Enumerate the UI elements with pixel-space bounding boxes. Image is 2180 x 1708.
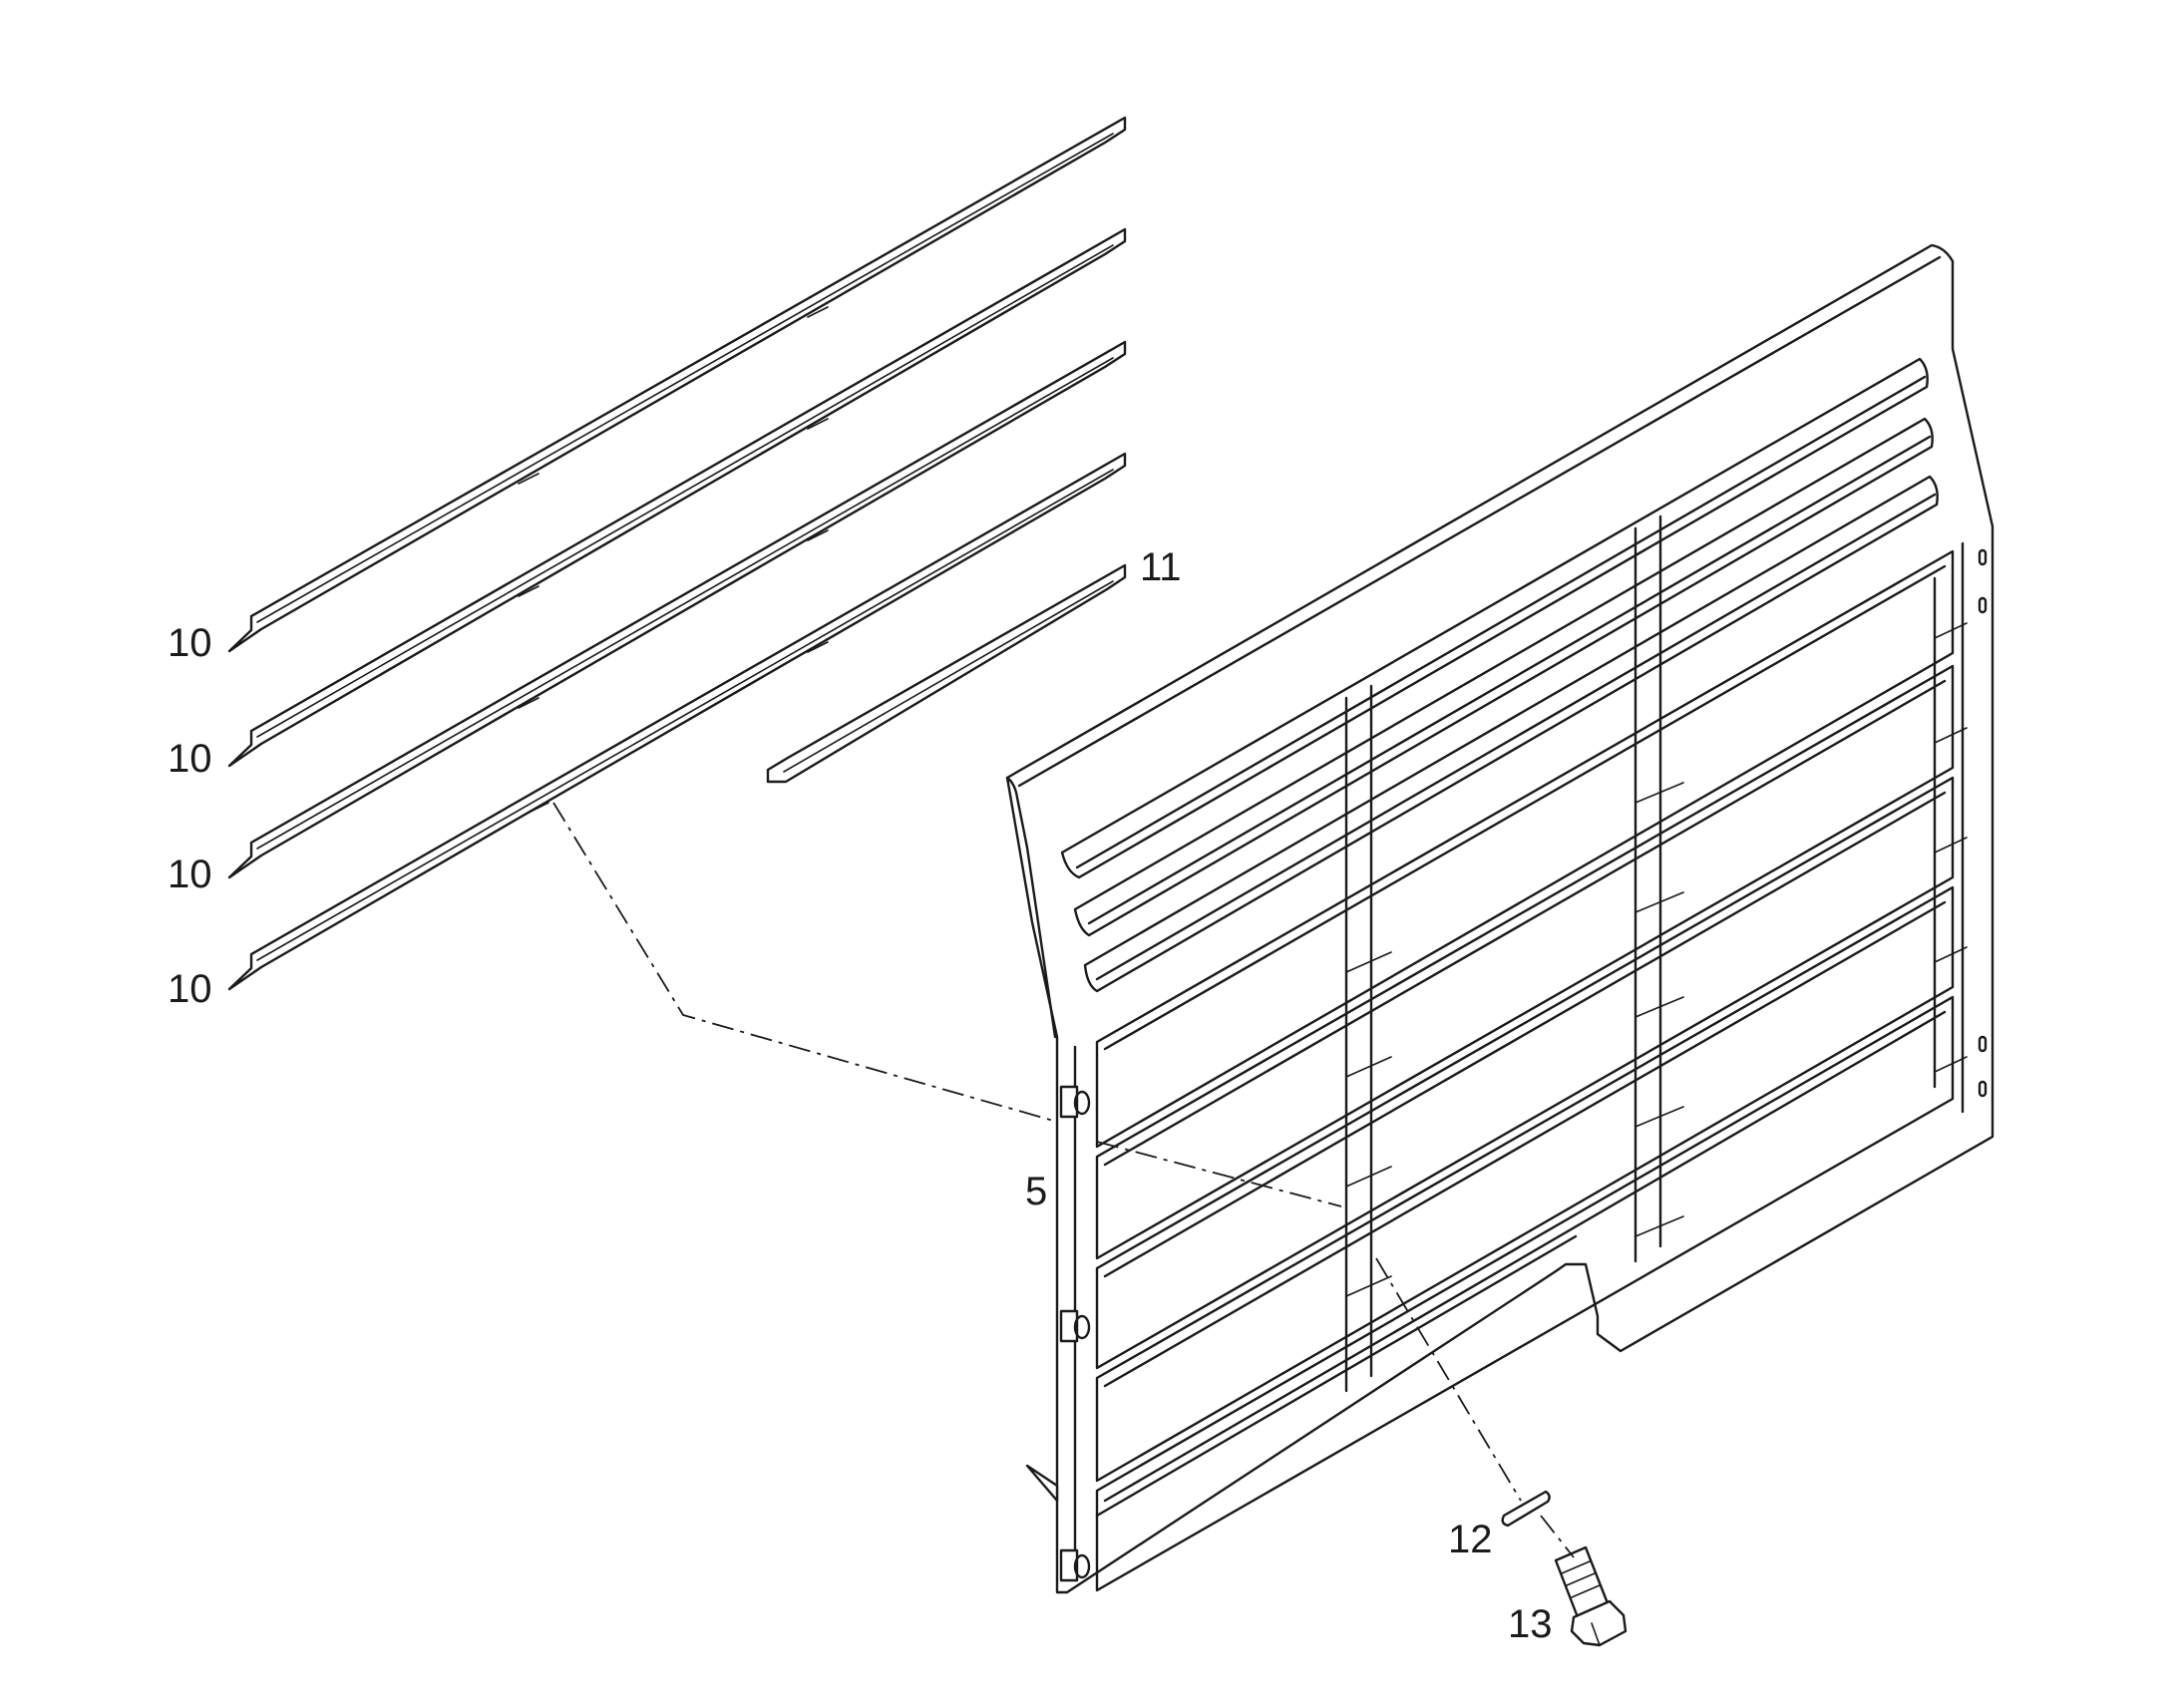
callout-short-strip: 11 [1140, 545, 1182, 589]
callout-strip-3: 10 [168, 853, 212, 896]
seal-strip-1 [227, 116, 1127, 653]
callout-grille-panel: 5 [1025, 1170, 1047, 1213]
seal-strip-4 [227, 452, 1127, 991]
bar-clips [1345, 622, 1968, 1297]
leader-lines [552, 802, 1575, 1558]
short-seal-strip [766, 563, 1127, 784]
left-mounting-holes [1025, 1085, 1091, 1582]
callout-bolt: 13 [1508, 1602, 1553, 1646]
grille-panel [1005, 243, 1995, 1594]
seal-strip-3 [227, 340, 1127, 879]
right-mounting-slots [1978, 548, 1988, 1098]
callout-strip-1: 10 [168, 621, 212, 665]
seal-strip-2 [227, 227, 1127, 768]
bolt [1554, 1545, 1628, 1647]
callout-strip-4: 10 [168, 967, 212, 1011]
washer [1501, 1490, 1551, 1528]
callout-strip-2: 10 [168, 737, 212, 781]
callout-washer: 12 [1448, 1518, 1493, 1561]
